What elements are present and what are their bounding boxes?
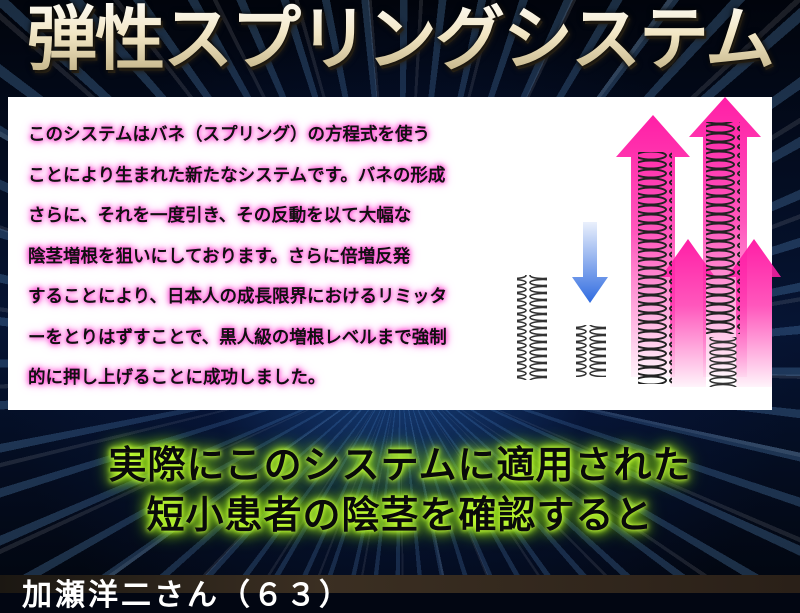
paragraph-line: することにより、日本人の成長限界におけるリミッタ (28, 287, 447, 307)
patient-name: 加瀬洋二さん（６３） (22, 578, 352, 613)
spring-compressed-right (708, 337, 738, 387)
paragraph-line: 的に押し上げることに成功しました。 (28, 368, 326, 388)
down-arrow-blue (572, 222, 608, 303)
paragraph-line: ーをとりはずすことで、黒人級の増根レベルまで強制 (28, 327, 447, 348)
spring-compressed (576, 325, 606, 377)
spring-illustration (517, 97, 781, 387)
spring-tall-right (706, 122, 740, 334)
paragraph-line: ことにより生まれた新たなシステムです。バネの形成 (28, 165, 446, 186)
callout-text: 実際にこのシステムに適用された 短小患者の陰茎を確認すると (0, 440, 800, 540)
explanation-panel: このシステムはバネ（スプリング）の方程式を使う ことにより生まれた新たなシステム… (8, 97, 781, 410)
spring-normal (517, 275, 547, 380)
explanation-paragraph: このシステムはバネ（スプリング）の方程式を使う ことにより生まれた新たなシステム… (28, 115, 498, 399)
page-title: 弾性スプリングシステム (0, 0, 800, 84)
up-arrow-pink-small-right (727, 239, 781, 387)
paragraph-line: 陰茎増根を狙いにしております。さらに倍増反発 (28, 246, 411, 267)
patient-subheading-bar: 加瀬洋二さん（６３） (0, 575, 800, 613)
paragraph-line: このシステムはバネ（スプリング）の方程式を使う (28, 125, 430, 145)
spring-tall-left (638, 152, 672, 384)
paragraph-line: さらに、それを一度引き、その反動を以て大幅な (28, 206, 412, 226)
callout-line: 短小患者の陰茎を確認すると (146, 493, 654, 537)
callout-line: 実際にこのシステムに適用された (108, 443, 692, 487)
up-arrow-pink-small-left (661, 239, 715, 387)
